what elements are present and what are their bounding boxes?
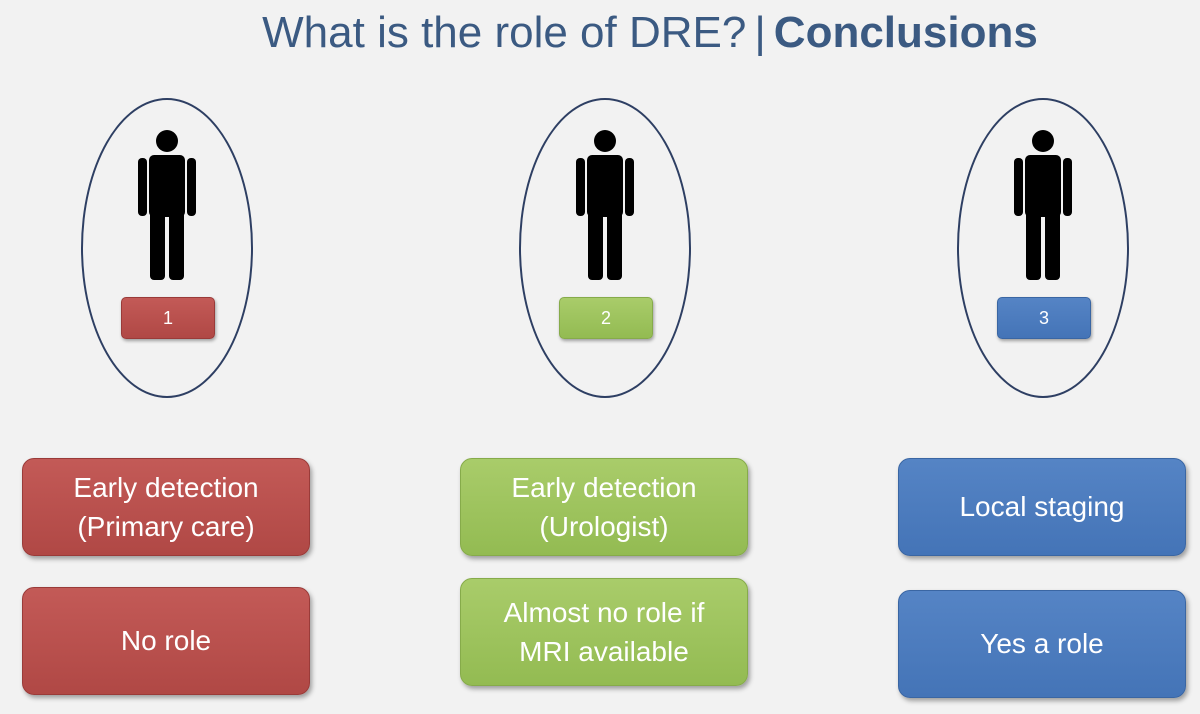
- person-icon: [576, 130, 634, 280]
- role-conclusion-box-1: No role: [22, 587, 310, 695]
- badge-1: 1: [121, 297, 215, 339]
- role-conclusion-label: Almost no role if MRI available: [503, 596, 705, 667]
- role-box-early-detection-urologist: Early detection (Urologist): [460, 458, 748, 556]
- ellipse-outline: [957, 98, 1129, 398]
- role-conclusion-label: Yes a role: [980, 628, 1104, 660]
- column-1: 1 Early detection (Primary care) No role: [22, 0, 312, 714]
- role-conclusion-box-3: Yes a role: [898, 590, 1186, 698]
- role-conclusion-label: No role: [120, 625, 212, 657]
- title-separator: |: [754, 8, 766, 57]
- person-icon: [138, 130, 196, 280]
- slide-title: What is the role of DRE?|Conclusions: [0, 8, 1200, 58]
- ellipse-outline: [519, 98, 691, 398]
- role-box-label: Local staging: [959, 491, 1125, 523]
- column-2: 2 Early detection (Urologist) Almost no …: [460, 0, 750, 714]
- role-box-label: Early detection (Urologist): [511, 471, 697, 542]
- title-emphasis: Conclusions: [773, 8, 1038, 57]
- role-conclusion-box-2: Almost no role if MRI available: [460, 578, 748, 686]
- role-box-label: Early detection (Primary care): [73, 471, 259, 542]
- ellipse-outline: [81, 98, 253, 398]
- badge-2: 2: [559, 297, 653, 339]
- badge-3: 3: [997, 297, 1091, 339]
- role-box-local-staging: Local staging: [898, 458, 1186, 556]
- role-box-early-detection-primary-care: Early detection (Primary care): [22, 458, 310, 556]
- title-question: What is the role of DRE?: [262, 8, 747, 57]
- person-icon: [1014, 130, 1072, 280]
- column-3: 3 Local staging Yes a role: [898, 0, 1188, 714]
